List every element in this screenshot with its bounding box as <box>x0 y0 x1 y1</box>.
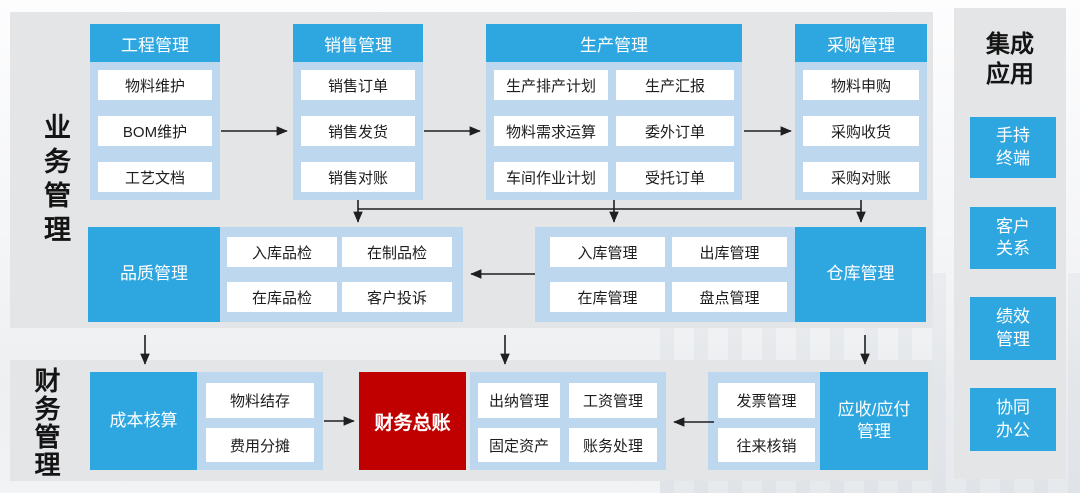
box-material-maintenance: 物料维护 <box>98 70 212 100</box>
warehouse-management-box: 仓库管理 <box>795 227 926 322</box>
box-process-document: 工艺文档 <box>98 162 212 192</box>
box-in-stock-management: 在库管理 <box>550 282 665 312</box>
box-current-account-verification: 往来核销 <box>718 428 815 462</box>
customer-relationship-box: 客户 关系 <box>970 207 1056 269</box>
cost-accounting-box: 成本核算 <box>90 372 197 470</box>
box-material-balance: 物料结存 <box>206 383 314 418</box>
box-consignment-order: 受托订单 <box>616 162 734 192</box>
handheld-terminal-box: 手持 终端 <box>970 117 1056 178</box>
header-production-management: 生产管理 <box>486 24 742 62</box>
box-incoming-inspection: 入库品检 <box>227 237 337 267</box>
ar-ap-management-box: 应收/应付 管理 <box>820 372 928 470</box>
box-purchase-reconciliation: 采购对账 <box>803 162 919 192</box>
integration-title: 集成 应用 <box>986 31 1034 88</box>
box-stocktake-management: 盘点管理 <box>672 282 787 312</box>
box-workshop-operation-plan: 车间作业计划 <box>494 162 608 192</box>
box-outsourcing-order: 委外订单 <box>616 116 734 146</box>
finance-management-label: 财务管理 <box>31 367 61 479</box>
header-engineering-management: 工程管理 <box>90 24 220 62</box>
performance-management-box: 绩效 管理 <box>970 297 1056 360</box>
quality-management-box: 品质管理 <box>88 227 220 322</box>
box-invoice-management: 发票管理 <box>718 383 815 418</box>
box-purchase-receipt: 采购收货 <box>803 116 919 146</box>
box-fixed-assets: 固定资产 <box>478 428 560 462</box>
box-customer-complaint: 客户投诉 <box>342 282 452 312</box>
box-in-process-inspection: 在制品检 <box>342 237 452 267</box>
collaborative-office-box: 协同 办公 <box>970 388 1056 451</box>
box-bom-maintenance: BOM维护 <box>98 116 212 146</box>
business-management-label: 业务管理 <box>40 113 70 249</box>
box-sales-reconciliation: 销售对账 <box>301 162 415 192</box>
box-material-requirement-calc: 物料需求运算 <box>494 116 608 146</box>
box-material-requisition: 物料申购 <box>803 70 919 100</box>
box-sales-delivery: 销售发货 <box>301 116 415 146</box>
box-production-report: 生产汇报 <box>616 70 734 100</box>
box-outbound-management: 出库管理 <box>672 237 787 267</box>
box-sales-order: 销售订单 <box>301 70 415 100</box>
box-payroll-management: 工资管理 <box>569 383 657 418</box>
box-cashier-management: 出纳管理 <box>478 383 560 418</box>
box-accounting-processing: 账务处理 <box>569 428 657 462</box>
box-production-schedule-plan: 生产排产计划 <box>494 70 608 100</box>
header-sales-management: 销售管理 <box>293 24 423 62</box>
header-procurement-management: 采购管理 <box>795 24 927 62</box>
box-expense-allocation: 费用分摊 <box>206 428 314 462</box>
box-inbound-management: 入库管理 <box>550 237 665 267</box>
general-ledger-box: 财务总账 <box>359 372 466 470</box>
box-in-stock-inspection: 在库品检 <box>227 282 337 312</box>
